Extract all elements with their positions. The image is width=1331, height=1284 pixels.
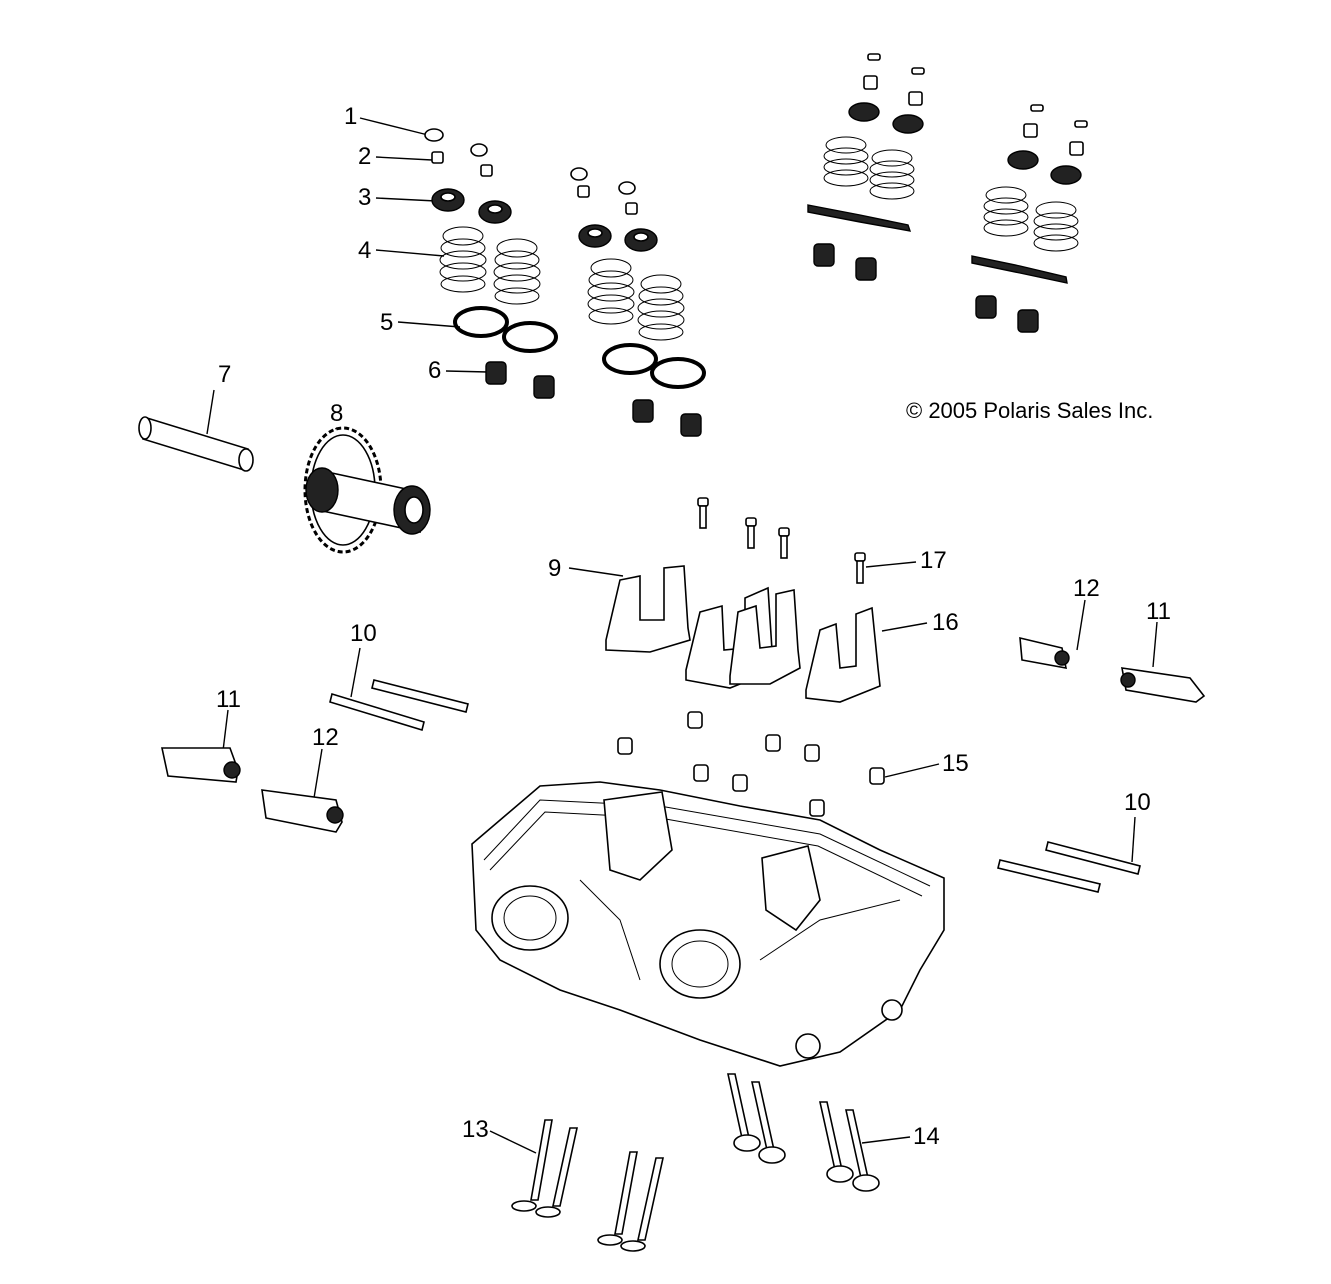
callout-4: 4: [358, 237, 371, 264]
dowels-15: [617, 711, 885, 817]
callout-1: 1: [344, 103, 357, 130]
rocker-shafts-10: [329, 679, 1141, 893]
cylinder-head: [471, 781, 945, 1067]
callout-12-right: 12: [1073, 575, 1100, 602]
shaft-7: [138, 416, 254, 472]
callout-16: 16: [932, 609, 959, 636]
callout-12-left: 12: [312, 724, 339, 751]
leader-lines: [206, 117, 1158, 1154]
callout-11-right: 11: [1146, 598, 1171, 625]
bolts-17: [697, 497, 866, 584]
copyright-notice: © 2005 Polaris Sales Inc.: [906, 398, 1153, 423]
callout-17: 17: [920, 547, 947, 574]
callout-3: 3: [358, 184, 371, 211]
callout-labels: 1 2 3 4 5 6 7 8 9 10 11 12 12 11 17 16 1…: [216, 103, 1171, 1150]
left-valve-train-group: [424, 128, 706, 437]
right-valve-train-group: [807, 53, 1088, 333]
cam-caps: [605, 565, 881, 703]
callout-15: 15: [942, 750, 969, 777]
callout-6: 6: [428, 357, 441, 384]
callout-13: 13: [462, 1116, 489, 1143]
callout-9: 9: [548, 555, 561, 582]
callout-10-left: 10: [350, 620, 377, 647]
callout-11-left: 11: [216, 686, 241, 713]
valves: [511, 1073, 880, 1252]
callout-5: 5: [380, 309, 393, 336]
callout-7: 7: [218, 361, 231, 388]
callout-8: 8: [330, 400, 343, 427]
callout-10-right: 10: [1124, 789, 1151, 816]
callout-14: 14: [913, 1123, 940, 1150]
callout-2: 2: [358, 143, 371, 170]
rocker-arms: [161, 636, 1206, 833]
camshaft-8: [303, 426, 431, 554]
